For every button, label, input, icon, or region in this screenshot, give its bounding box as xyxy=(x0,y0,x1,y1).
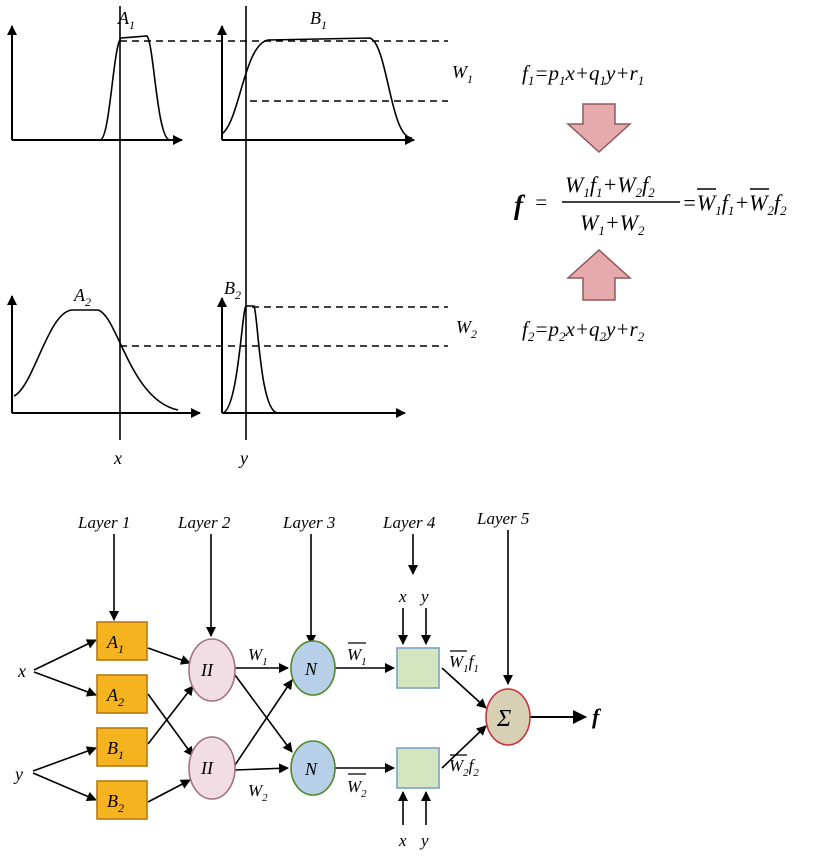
plot-a1: A1 xyxy=(6,8,183,145)
arrow-down-block xyxy=(566,103,632,154)
layer4-bottom-x: x xyxy=(398,831,407,850)
node-product-2: II xyxy=(188,736,236,800)
curve-a1 xyxy=(12,35,175,141)
node-product-1: II xyxy=(188,638,236,702)
node-b1: B1 xyxy=(96,727,148,767)
node-b2: B2 xyxy=(96,780,148,820)
layer-2-title: Layer 2 xyxy=(177,513,231,532)
label-y-axis: y xyxy=(238,448,248,468)
label-w2: W2 xyxy=(456,317,477,341)
curve-b1 xyxy=(221,37,413,139)
label-b1: B1 xyxy=(310,8,327,32)
layer-4-title: Layer 4 xyxy=(382,513,436,532)
equations: f1=p1x+q1y+r1 f = W1f1+W2f2 W1+W2 =W1f1+… xyxy=(514,61,787,344)
plot-b2: B2 xyxy=(217,278,406,418)
anfis-network: Layer 1 Layer 2 Layer 3 Layer 4 Layer 5 … xyxy=(13,509,602,850)
label-x-axis: x xyxy=(113,448,122,468)
svg-text:N: N xyxy=(304,759,318,779)
svg-text:Σ: Σ xyxy=(496,706,511,732)
node-normalize-2: N xyxy=(290,740,336,796)
equation-lhs-eq: = xyxy=(534,190,548,214)
svg-text:N: N xyxy=(304,659,318,679)
equation-f1: f1=p1x+q1y+r1 xyxy=(522,61,644,88)
label-wbar2: W2 xyxy=(347,777,367,800)
svg-text:II: II xyxy=(200,758,214,778)
label-w1: W1 xyxy=(452,62,473,86)
node-normalize-1: N xyxy=(290,640,336,696)
plot-a2: A2 xyxy=(6,285,201,418)
svg-text:B2: B2 xyxy=(107,791,124,815)
layer-3-title: Layer 3 xyxy=(282,513,335,532)
equation-f2: f2=p2x+q2y+r2 xyxy=(522,317,645,344)
label-out1: W1f1 xyxy=(449,652,479,675)
label-out2: W2f2 xyxy=(449,756,479,779)
plot-b1: B1 xyxy=(217,8,415,145)
svg-text:A2: A2 xyxy=(106,685,124,709)
curve-b2 xyxy=(221,305,279,414)
label-wbar1: W1 xyxy=(347,645,367,668)
svg-text:II: II xyxy=(200,660,214,680)
membership-plots: A1 B1 A2 B2 W1 W2 xyxy=(6,6,477,468)
label-network-w2: W2 xyxy=(248,781,268,804)
equation-lhs-f: f xyxy=(514,190,526,220)
equation-denominator: W1+W2 xyxy=(580,210,645,238)
svg-text:A1: A1 xyxy=(106,632,124,656)
node-consequent-2 xyxy=(396,747,440,789)
svg-text:B1: B1 xyxy=(107,738,124,762)
arrow-up-block xyxy=(566,248,632,301)
equation-numerator: W1f1+W2f2 xyxy=(565,172,655,200)
label-a2: A2 xyxy=(73,285,91,309)
input-y: y xyxy=(13,764,23,784)
label-network-w1: W1 xyxy=(248,645,268,668)
layer4-bottom-y: y xyxy=(419,831,429,850)
node-consequent-1 xyxy=(396,647,440,689)
layer-1-title: Layer 1 xyxy=(77,513,130,532)
layer4-top-x: x xyxy=(398,587,407,606)
equation-rhs: =W1f1+W2f2 xyxy=(682,190,787,218)
layer4-top-y: y xyxy=(419,587,429,606)
input-x: x xyxy=(17,661,26,681)
curve-a2 xyxy=(13,309,179,411)
layer-5-title: Layer 5 xyxy=(476,509,529,528)
label-b2: B2 xyxy=(224,278,241,302)
node-sum: Σ xyxy=(485,688,531,746)
node-a2: A2 xyxy=(96,674,148,714)
output-f: f xyxy=(592,704,602,729)
node-a1: A1 xyxy=(96,621,148,661)
